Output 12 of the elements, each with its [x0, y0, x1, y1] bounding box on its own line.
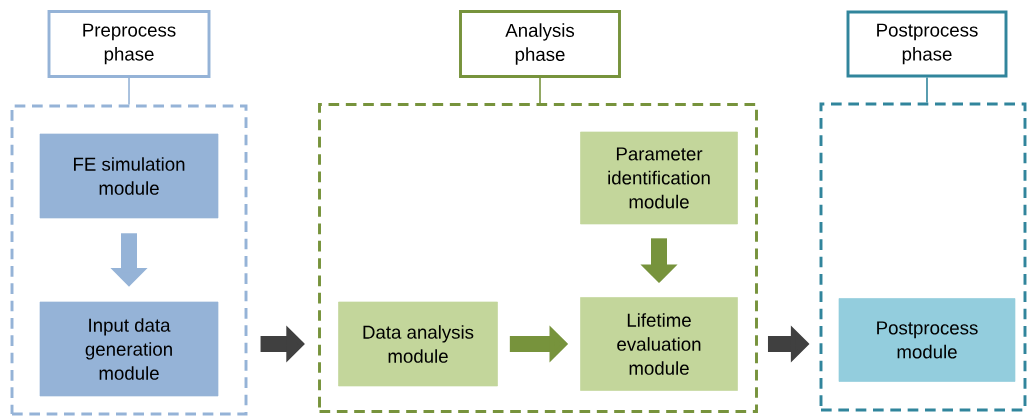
module-box: Input data generation module	[39, 301, 219, 397]
connector-line	[926, 76, 928, 104]
module-box: Data analysis module	[338, 301, 498, 387]
phase-box: Postprocess phase	[846, 10, 1008, 78]
module-box: Parameter identification module	[580, 131, 738, 225]
phase-box: Analysis phase	[459, 10, 621, 78]
connector-line	[539, 77, 541, 104]
module-box: Lifetime evaluation module	[580, 297, 738, 391]
phase-box: Preprocess phase	[47, 10, 211, 78]
module-box: Postprocess module	[838, 298, 1016, 382]
connector-line	[128, 77, 130, 106]
module-box: FE simulation module	[39, 133, 219, 219]
